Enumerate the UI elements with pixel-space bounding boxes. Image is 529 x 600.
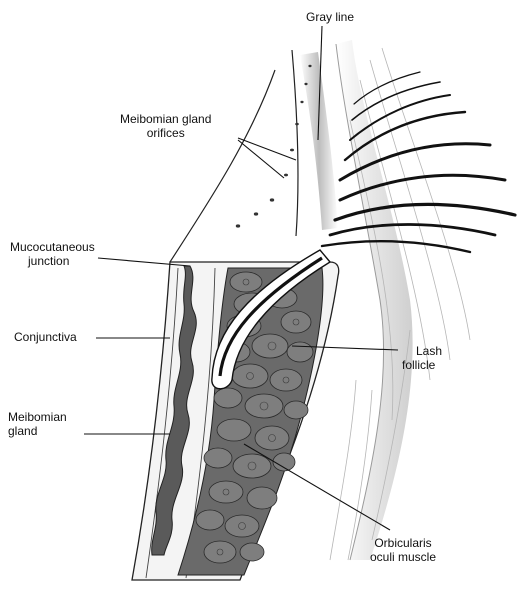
label-orbicularis-oculi: Orbicularis oculi muscle: [370, 536, 436, 564]
leader-orifices-a: [238, 138, 296, 160]
label-mucocutaneous-junction: Mucocutaneous junction: [10, 240, 95, 268]
label-conjunctiva: Conjunctiva: [14, 330, 77, 344]
label-gray-line: Gray line: [306, 10, 354, 24]
label-lash-follicle: Lash follicle: [402, 344, 442, 372]
label-meibomian-gland: Meibomian gland: [8, 410, 67, 438]
lid-margin-anterior: [292, 50, 298, 236]
gray-line-band: [300, 52, 338, 230]
lid-margin-posterior: [170, 70, 275, 262]
leader-orifices-b: [238, 140, 284, 178]
label-meibomian-orifices: Meibomian gland orifices: [120, 112, 211, 140]
meibomian-orifice-dots: [236, 65, 312, 228]
